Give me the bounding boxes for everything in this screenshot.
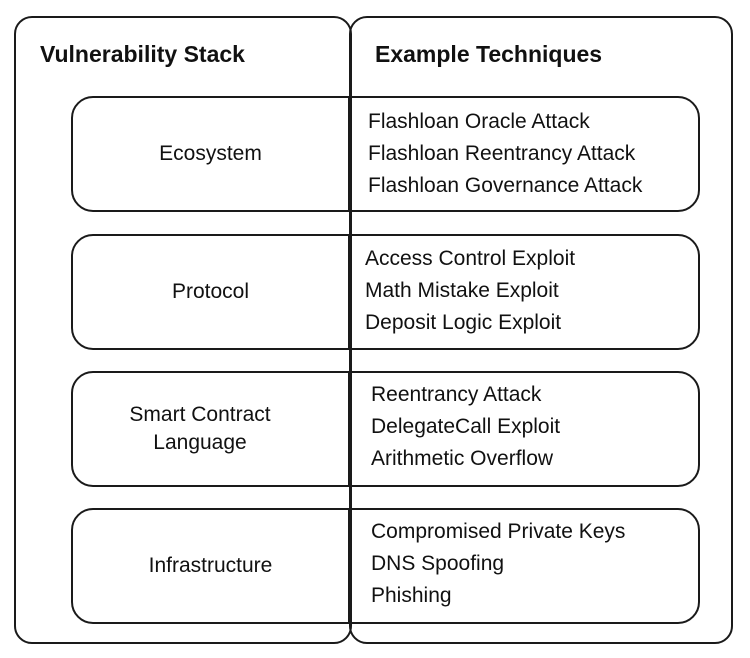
technique-list-protocol: Access Control Exploit Math Mistake Expl…	[365, 243, 575, 339]
technique-item: Flashloan Reentrancy Attack	[368, 142, 636, 165]
technique-item: Arithmetic Overflow	[371, 447, 554, 470]
layer-name-label: Smart Contract Language	[129, 403, 271, 454]
layer-name-label: Ecosystem	[159, 142, 262, 165]
technique-item: Access Control Exploit	[365, 247, 576, 270]
technique-item: DNS Spoofing	[371, 552, 505, 575]
layer-divider	[348, 96, 350, 212]
technique-list-smart-contract-language: Reentrancy Attack DelegateCall Exploit A…	[371, 379, 560, 475]
technique-item: Math Mistake Exploit	[365, 279, 559, 302]
technique-item: Flashloan Governance Attack	[368, 174, 643, 197]
technique-item: DelegateCall Exploit	[371, 415, 561, 438]
layer-divider	[348, 234, 350, 350]
example-techniques-column	[349, 16, 733, 644]
layer-name-label: Infrastructure	[148, 554, 273, 577]
vulnerability-stack-header: Vulnerability Stack	[40, 41, 245, 67]
technique-item: Compromised Private Keys	[371, 520, 626, 543]
layer-divider	[348, 508, 350, 624]
layer-name-smart-contract-language: Smart Contract Language	[90, 371, 310, 487]
layer-name-infrastructure: Infrastructure	[73, 508, 348, 624]
technique-item: Deposit Logic Exploit	[365, 311, 562, 334]
layer-box-smart-contract-language	[71, 371, 700, 487]
layer-name-protocol: Protocol	[73, 234, 348, 350]
layer-name-label: Protocol	[171, 280, 250, 303]
layer-divider	[348, 371, 350, 487]
technique-item: Phishing	[371, 584, 452, 607]
technique-item: Reentrancy Attack	[371, 383, 542, 406]
example-techniques-header: Example Techniques	[375, 41, 603, 67]
layer-box-protocol	[71, 234, 700, 350]
vulnerability-stack-column	[14, 16, 352, 644]
technique-list-infrastructure: Compromised Private Keys DNS Spoofing Ph…	[371, 516, 625, 612]
layer-box-ecosystem	[71, 96, 700, 212]
technique-list-ecosystem: Flashloan Oracle Attack Flashloan Reentr…	[368, 106, 642, 202]
layer-box-infrastructure	[71, 508, 700, 624]
technique-item: Flashloan Oracle Attack	[368, 110, 590, 133]
layer-name-ecosystem: Ecosystem	[73, 96, 348, 212]
